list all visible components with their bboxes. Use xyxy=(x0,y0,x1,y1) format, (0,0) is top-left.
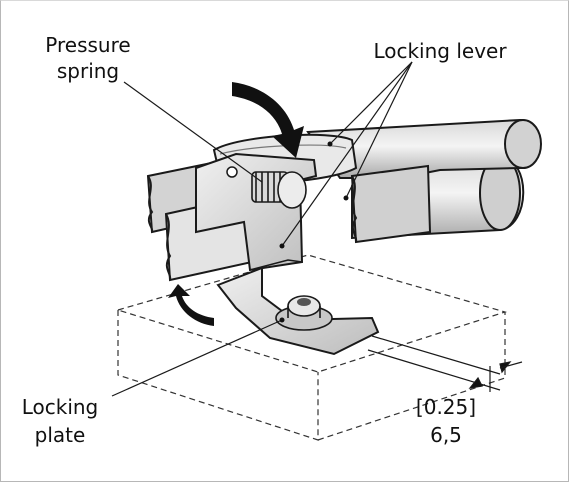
locking-plate xyxy=(216,266,380,356)
label-dimension-mm: 6,5 xyxy=(430,423,462,447)
leader-lines xyxy=(111,61,413,397)
pressure-spring xyxy=(251,171,307,209)
label-dimension-inch: [0.25] xyxy=(416,395,476,419)
dimension-marker xyxy=(367,335,523,392)
rail-right xyxy=(350,164,432,244)
rotation-arrow-lower xyxy=(168,284,214,326)
leader-dots xyxy=(279,141,349,323)
label-locking-plate-line2: plate xyxy=(35,423,86,447)
press-direction-arrow xyxy=(232,82,304,158)
label-locking-lever: Locking lever xyxy=(373,39,507,63)
mounting-block xyxy=(115,254,508,441)
label-pressure-spring-line2: spring xyxy=(57,59,119,83)
label-locking-plate-line1: Locking xyxy=(22,395,99,419)
bracket-hole xyxy=(226,166,238,178)
label-pressure-spring-line1: Pressure xyxy=(45,33,130,57)
